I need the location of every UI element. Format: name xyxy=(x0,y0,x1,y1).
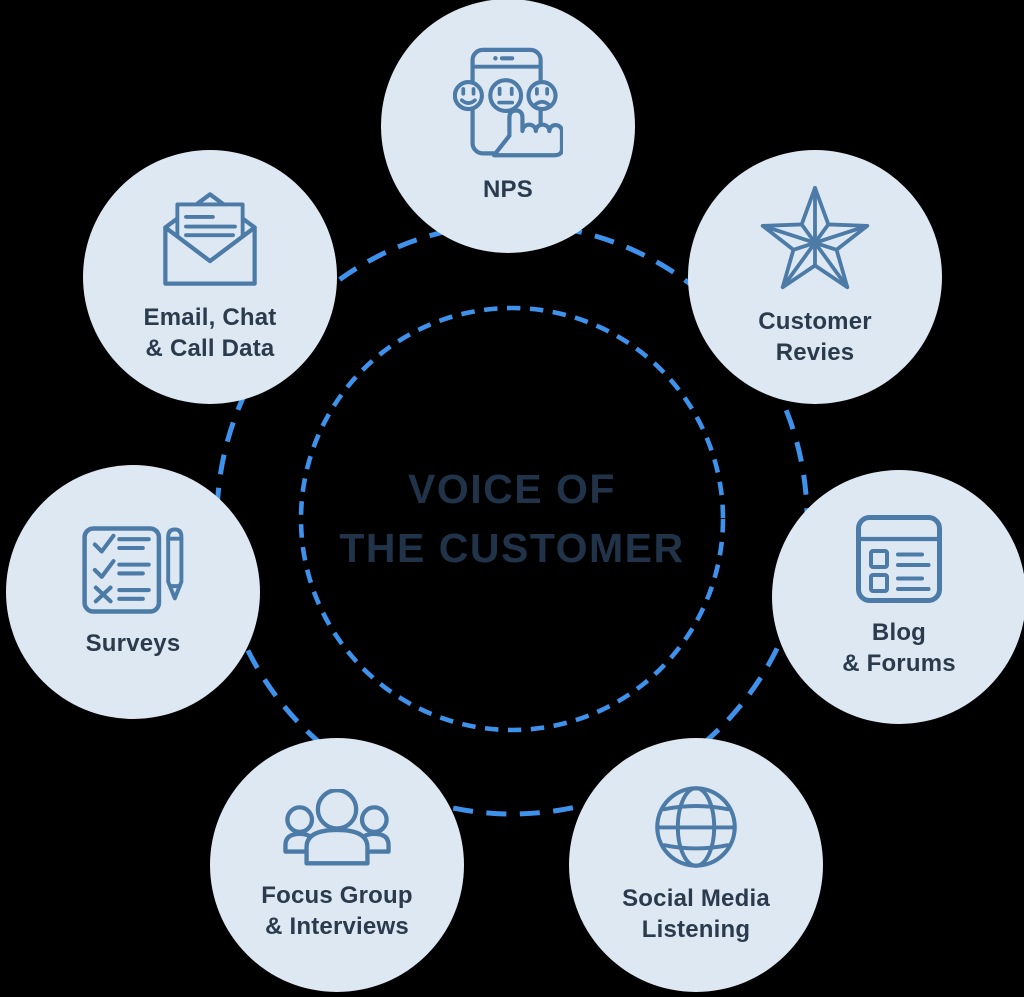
globe-icon xyxy=(655,786,737,868)
title-line-1: VOICE OF xyxy=(408,466,616,512)
node-surveys: Surveys xyxy=(6,465,260,719)
node-label: Customer Revies xyxy=(758,308,872,366)
page-title: VOICE OF THE CUSTOMER xyxy=(0,460,1024,578)
node-social-media: Social Media Listening xyxy=(569,738,823,992)
phone-feedback-icon xyxy=(453,47,563,158)
node-label: Email, Chat & Call Data xyxy=(143,304,277,362)
people-group-icon xyxy=(283,788,391,865)
star-icon xyxy=(760,186,870,290)
node-label: Social Media Listening xyxy=(622,885,770,943)
node-focus-group: Focus Group & Interviews xyxy=(210,738,464,992)
window-list-icon xyxy=(856,515,942,603)
open-envelope-icon xyxy=(163,192,257,286)
title-line-2: THE CUSTOMER xyxy=(339,525,685,571)
inner-dashed-ring xyxy=(298,305,726,733)
checklist-pencil-icon xyxy=(82,525,184,614)
node-customer-revies: Customer Revies xyxy=(688,150,942,404)
node-label: Blog & Forums xyxy=(842,619,956,677)
node-label: NPS xyxy=(483,176,533,203)
node-label: Surveys xyxy=(85,629,181,657)
node-nps: NPS xyxy=(381,0,635,253)
node-blog-forums: Blog & Forums xyxy=(772,470,1024,724)
node-email-chat: Email, Chat & Call Data xyxy=(83,150,337,404)
node-label: Focus Group & Interviews xyxy=(261,881,413,940)
